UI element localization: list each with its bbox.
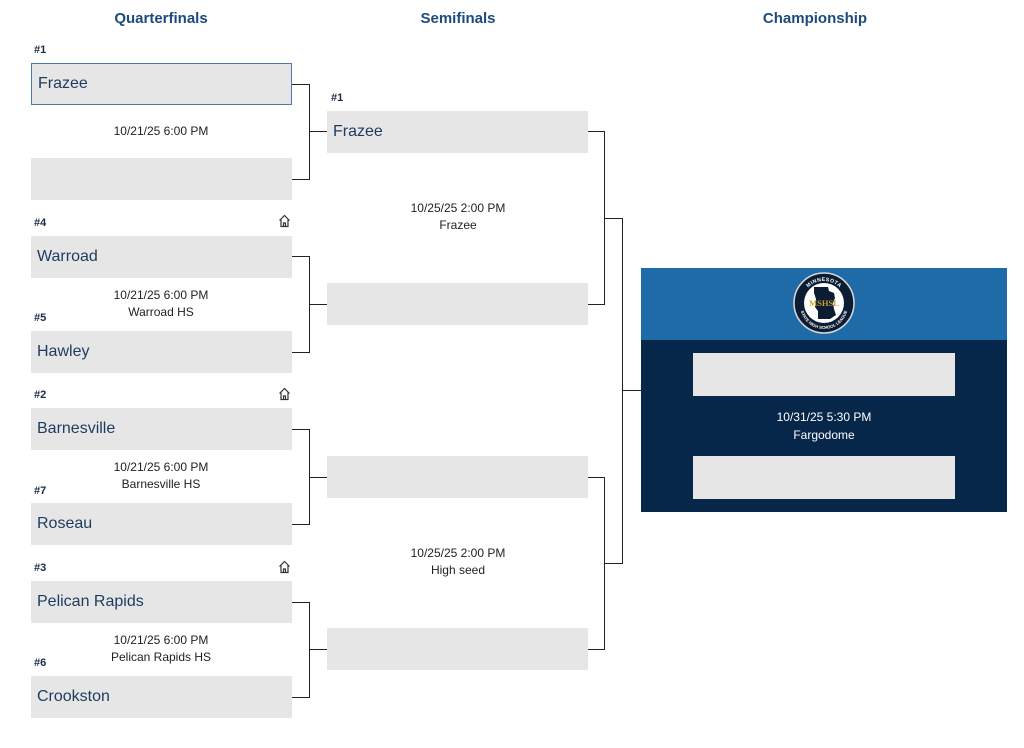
championship-slot-bottom[interactable]	[693, 456, 955, 499]
bracket-connector	[588, 304, 605, 305]
game-date: 10/25/25 2:00 PM	[410, 201, 506, 215]
bracket-connector	[292, 602, 310, 603]
game-site: Pelican Rapids HS	[110, 650, 212, 664]
bracket-connector	[292, 84, 310, 85]
team-slot-barnesville[interactable]: Barnesville	[31, 408, 292, 450]
bracket-connector	[588, 131, 605, 132]
home-icon	[279, 214, 290, 228]
seed-label: #6	[34, 657, 47, 669]
bracket-connector	[309, 84, 310, 180]
championship-info: 10/31/25 5:30 PM Fargodome	[641, 408, 1007, 444]
bracket-connector	[292, 179, 310, 180]
game-site: High seed	[430, 563, 486, 577]
seed-label: #7	[34, 485, 47, 497]
championship-panel: MINNESOTA STATE HIGH SCHOOL LEAGUE MSHSL…	[641, 268, 1007, 512]
team-slot-crookston[interactable]: Crookston	[31, 676, 292, 718]
team-slot-empty[interactable]	[327, 628, 588, 670]
seed-label: #2	[34, 389, 47, 401]
bracket-connector	[292, 697, 310, 698]
game-info: 10/21/25 6:00 PM Warroad HS	[61, 287, 261, 321]
game-date: 10/21/25 6:00 PM	[113, 633, 209, 647]
bracket-connector	[622, 390, 641, 391]
team-slot-pelican-rapids[interactable]: Pelican Rapids	[31, 581, 292, 623]
game-date: 10/21/25 6:00 PM	[113, 288, 209, 302]
bracket-connector	[309, 602, 310, 698]
bracket-connector	[292, 524, 310, 525]
home-icon	[279, 387, 290, 401]
bracket-connector	[309, 477, 327, 478]
championship-slot-top[interactable]	[693, 353, 955, 396]
team-slot-warroad[interactable]: Warroad	[31, 236, 292, 278]
championship-header: MINNESOTA STATE HIGH SCHOOL LEAGUE MSHSL	[641, 268, 1007, 340]
logo-center-text: MSHSL	[809, 298, 839, 308]
team-slot-frazee-semifinal[interactable]: Frazee	[327, 111, 588, 153]
round-title-quarterfinals: Quarterfinals	[114, 10, 208, 27]
championship-date: 10/31/25 5:30 PM	[776, 410, 872, 424]
game-site: Warroad HS	[128, 305, 194, 319]
round-title-championship: Championship	[762, 10, 868, 27]
team-slot-empty[interactable]	[327, 456, 588, 498]
round-title-semifinals: Semifinals	[420, 10, 496, 27]
game-date: 10/21/25 6:00 PM	[113, 124, 209, 138]
bracket-connector	[622, 218, 623, 564]
bracket-connector	[604, 218, 623, 219]
bracket-connector	[292, 352, 310, 353]
game-info: 10/25/25 2:00 PM Frazee	[358, 200, 558, 234]
seed-label: #1	[34, 44, 47, 56]
bracket-connector	[588, 477, 605, 478]
team-slot-empty[interactable]	[327, 283, 588, 325]
seed-label: #3	[34, 562, 47, 574]
team-slot-hawley[interactable]: Hawley	[31, 331, 292, 373]
game-info: 10/21/25 6:00 PM Pelican Rapids HS	[61, 632, 261, 666]
team-slot-frazee[interactable]: Frazee	[31, 63, 292, 105]
team-slot-roseau[interactable]: Roseau	[31, 503, 292, 545]
game-site: Barnesville HS	[121, 477, 201, 491]
seed-label: #4	[34, 217, 47, 229]
game-date: 10/21/25 6:00 PM	[113, 460, 209, 474]
bracket-connector	[309, 649, 327, 650]
seed-label: #1	[331, 92, 344, 104]
championship-site: Fargodome	[793, 428, 855, 442]
game-info: 10/25/25 2:00 PM High seed	[358, 545, 558, 579]
seed-label: #5	[34, 312, 47, 324]
bracket-connector	[604, 563, 623, 564]
bracket-connector	[309, 304, 327, 305]
game-site: Frazee	[439, 218, 477, 232]
game-info: 10/21/25 6:00 PM	[61, 123, 261, 140]
mshsl-logo: MINNESOTA STATE HIGH SCHOOL LEAGUE MSHSL	[793, 272, 855, 334]
game-date: 10/25/25 2:00 PM	[410, 546, 506, 560]
home-icon	[279, 560, 290, 574]
bracket-connector	[292, 429, 310, 430]
game-info: 10/21/25 6:00 PM Barnesville HS	[61, 459, 261, 493]
bracket-connector	[292, 256, 310, 257]
bracket-connector	[588, 649, 605, 650]
bracket-connector	[309, 131, 327, 132]
team-slot-empty[interactable]	[31, 158, 292, 200]
